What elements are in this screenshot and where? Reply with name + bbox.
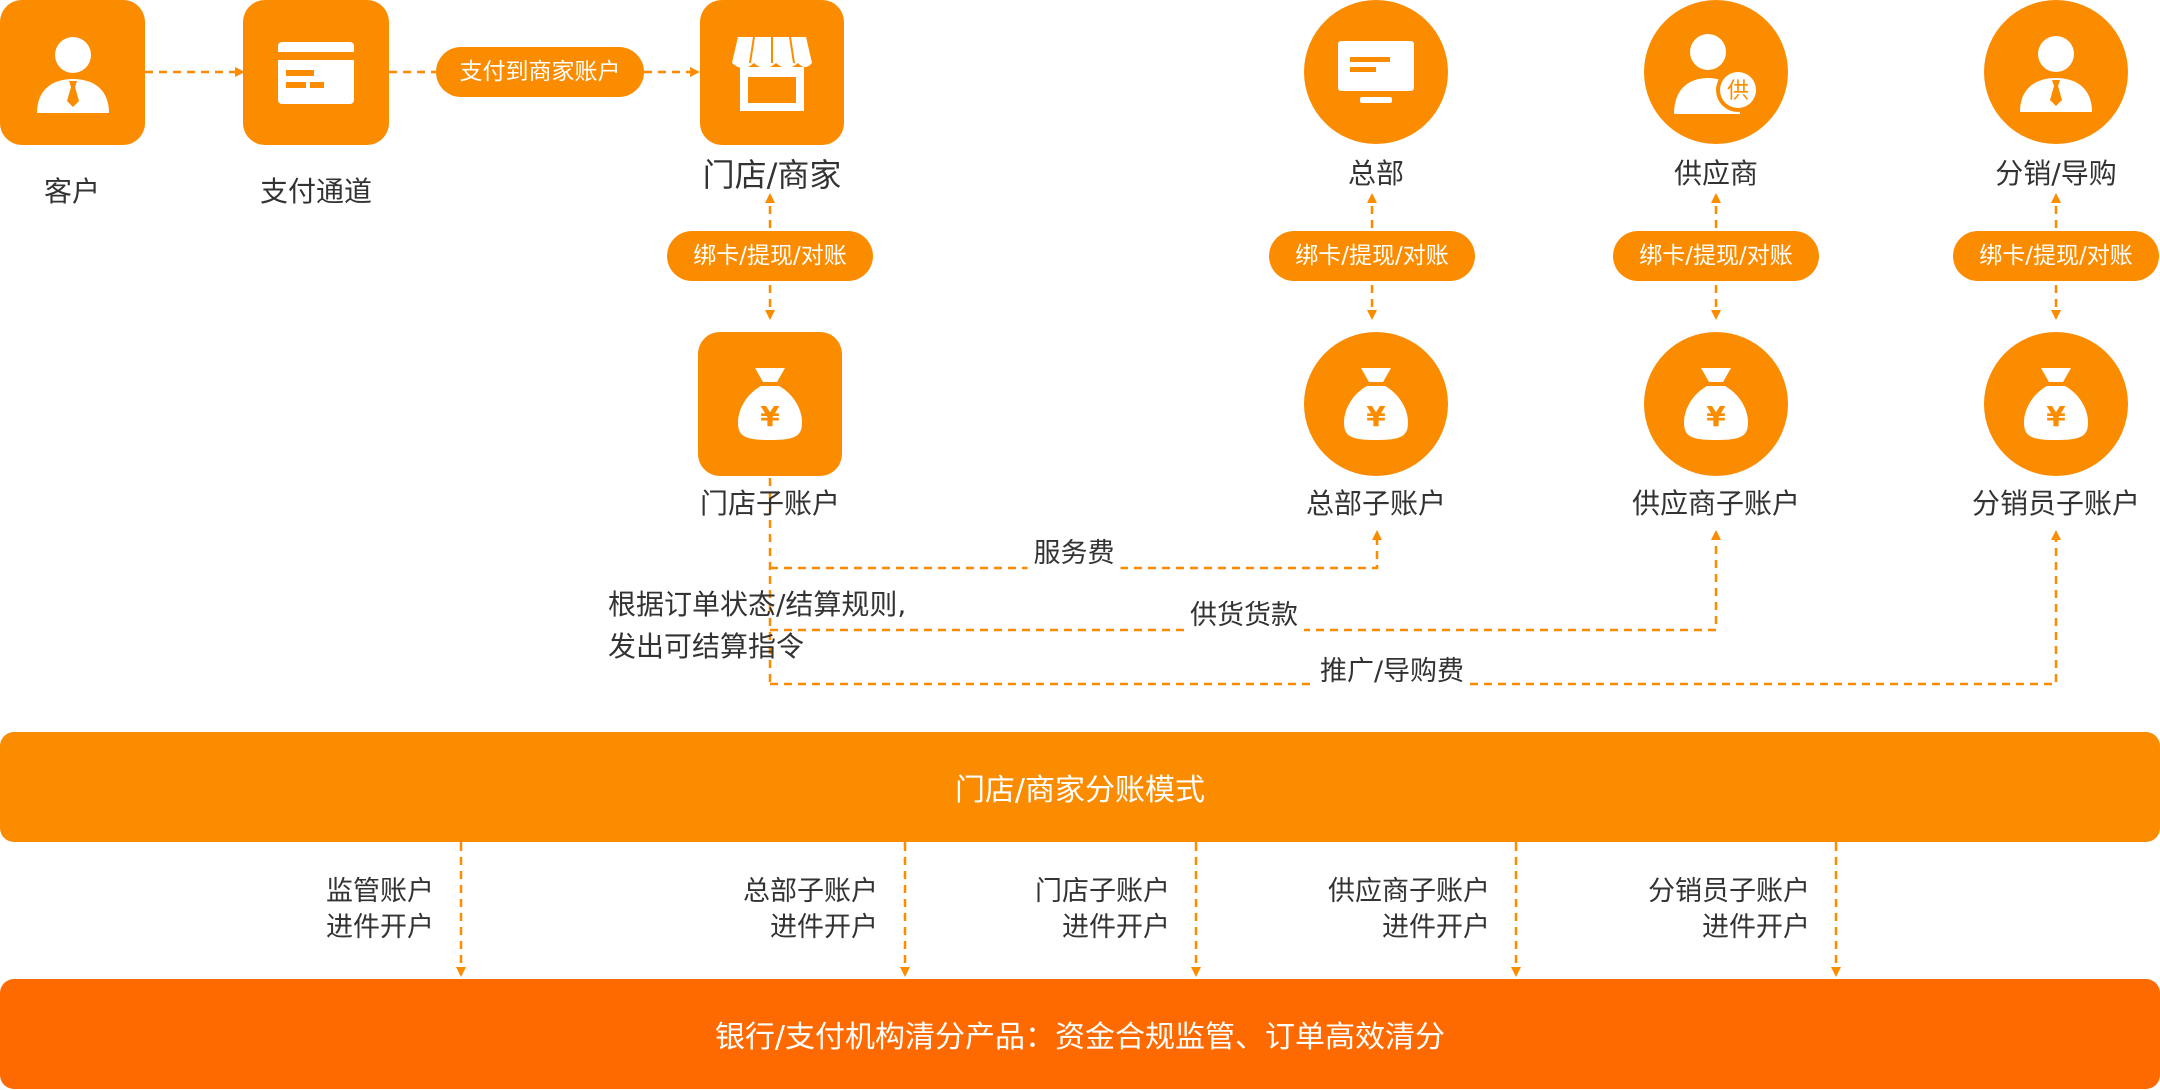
hq-node — [1304, 0, 1448, 144]
hq-label: 总部 — [1347, 157, 1405, 190]
hq-bind-pill: 绑卡/提现/对账 — [1269, 231, 1475, 281]
payment-channel-node — [243, 0, 389, 145]
distribution-label: 分销/导购 — [1995, 157, 2117, 190]
money-bag-icon: ¥ — [2023, 368, 2089, 440]
open-account-line1: 监管账户 — [326, 876, 434, 907]
currency-icon: ¥ — [2046, 400, 2066, 433]
supplier-person-icon: 供 — [1674, 34, 1760, 114]
supplier-subaccount-node: ¥ — [1644, 332, 1788, 476]
money-bag-icon: ¥ — [737, 368, 803, 440]
open-account-label: 供应商子账户 进件开户 — [1328, 874, 1490, 946]
store-node — [700, 0, 844, 145]
currency-icon: ¥ — [1366, 400, 1386, 433]
supplier-subaccount-label: 供应商子账户 — [1631, 487, 1801, 520]
store-subaccount-label: 门店子账户 — [699, 487, 841, 520]
open-account-line2: 进件开户 — [770, 912, 878, 943]
open-account-line2: 进件开户 — [1062, 912, 1170, 943]
bank-clearing-bar: 银行/支付机构清分产品：资金合规监管、订单高效清分 — [0, 979, 2160, 1089]
distribution-subaccount-label: 分销员子账户 — [1971, 487, 2141, 520]
supplier-badge: 供 — [1727, 79, 1749, 104]
open-account-line2: 进件开户 — [326, 912, 434, 943]
open-account-label: 总部子账户 进件开户 — [743, 874, 878, 946]
person-icon — [36, 36, 109, 113]
settlement-note: 根据订单状态/结算规则, 发出可结算指令 — [608, 584, 906, 668]
supplier-label: 供应商 — [1673, 157, 1759, 190]
monitor-icon — [1338, 41, 1414, 103]
supply-payment-label: 供货货款 — [1184, 593, 1304, 632]
customer-label: 客户 — [43, 175, 101, 208]
promotion-fee-label: 推广/导购费 — [1313, 649, 1471, 688]
bank-clearing-label: 银行/支付机构清分产品：资金合规监管、订单高效清分 — [714, 1020, 1446, 1055]
card-icon — [278, 41, 354, 104]
settlement-note-line1: 根据订单状态/结算规则, — [608, 588, 907, 621]
open-account-label: 门店子账户 进件开户 — [1035, 874, 1170, 946]
supplier-node: 供 — [1644, 0, 1788, 144]
customer-node — [0, 0, 145, 145]
pay-to-merchant-pill: 支付到商家账户 — [436, 47, 644, 97]
supplier-bind-pill: 绑卡/提现/对账 — [1613, 231, 1819, 281]
service-fee-label: 服务费 — [1027, 531, 1121, 570]
open-account-label: 分销员子账户 进件开户 — [1648, 874, 1810, 946]
split-mode-bar: 门店/商家分账模式 — [0, 732, 2160, 842]
currency-icon: ¥ — [1706, 400, 1726, 433]
settlement-note-line2: 发出可结算指令 — [608, 630, 805, 663]
store-label: 门店/商家 — [702, 156, 842, 194]
currency-icon: ¥ — [760, 400, 780, 433]
distribution-bind-pill: 绑卡/提现/对账 — [1953, 231, 2159, 281]
money-bag-icon: ¥ — [1683, 368, 1749, 440]
split-mode-label: 门店/商家分账模式 — [954, 773, 1206, 808]
open-account-line1: 分销员子账户 — [1648, 876, 1810, 907]
storefront-icon — [732, 36, 812, 111]
store-subaccount-node: ¥ — [698, 332, 842, 476]
hq-subaccount-node: ¥ — [1304, 332, 1448, 476]
hq-subaccount-label: 总部子账户 — [1305, 487, 1447, 520]
open-account-line1: 总部子账户 — [743, 876, 878, 907]
open-account-line1: 门店子账户 — [1035, 876, 1170, 907]
person-icon — [2020, 36, 2092, 112]
payment-channel-label: 支付通道 — [259, 175, 373, 208]
money-bag-icon: ¥ — [1343, 368, 1409, 440]
open-account-line2: 进件开户 — [1702, 912, 1810, 943]
store-bind-pill: 绑卡/提现/对账 — [667, 231, 873, 281]
open-account-label: 监管账户 进件开户 — [326, 874, 434, 946]
distribution-node — [1984, 0, 2128, 144]
open-account-line2: 进件开户 — [1382, 912, 1490, 943]
open-account-line1: 供应商子账户 — [1328, 876, 1490, 907]
distribution-subaccount-node: ¥ — [1984, 332, 2128, 476]
